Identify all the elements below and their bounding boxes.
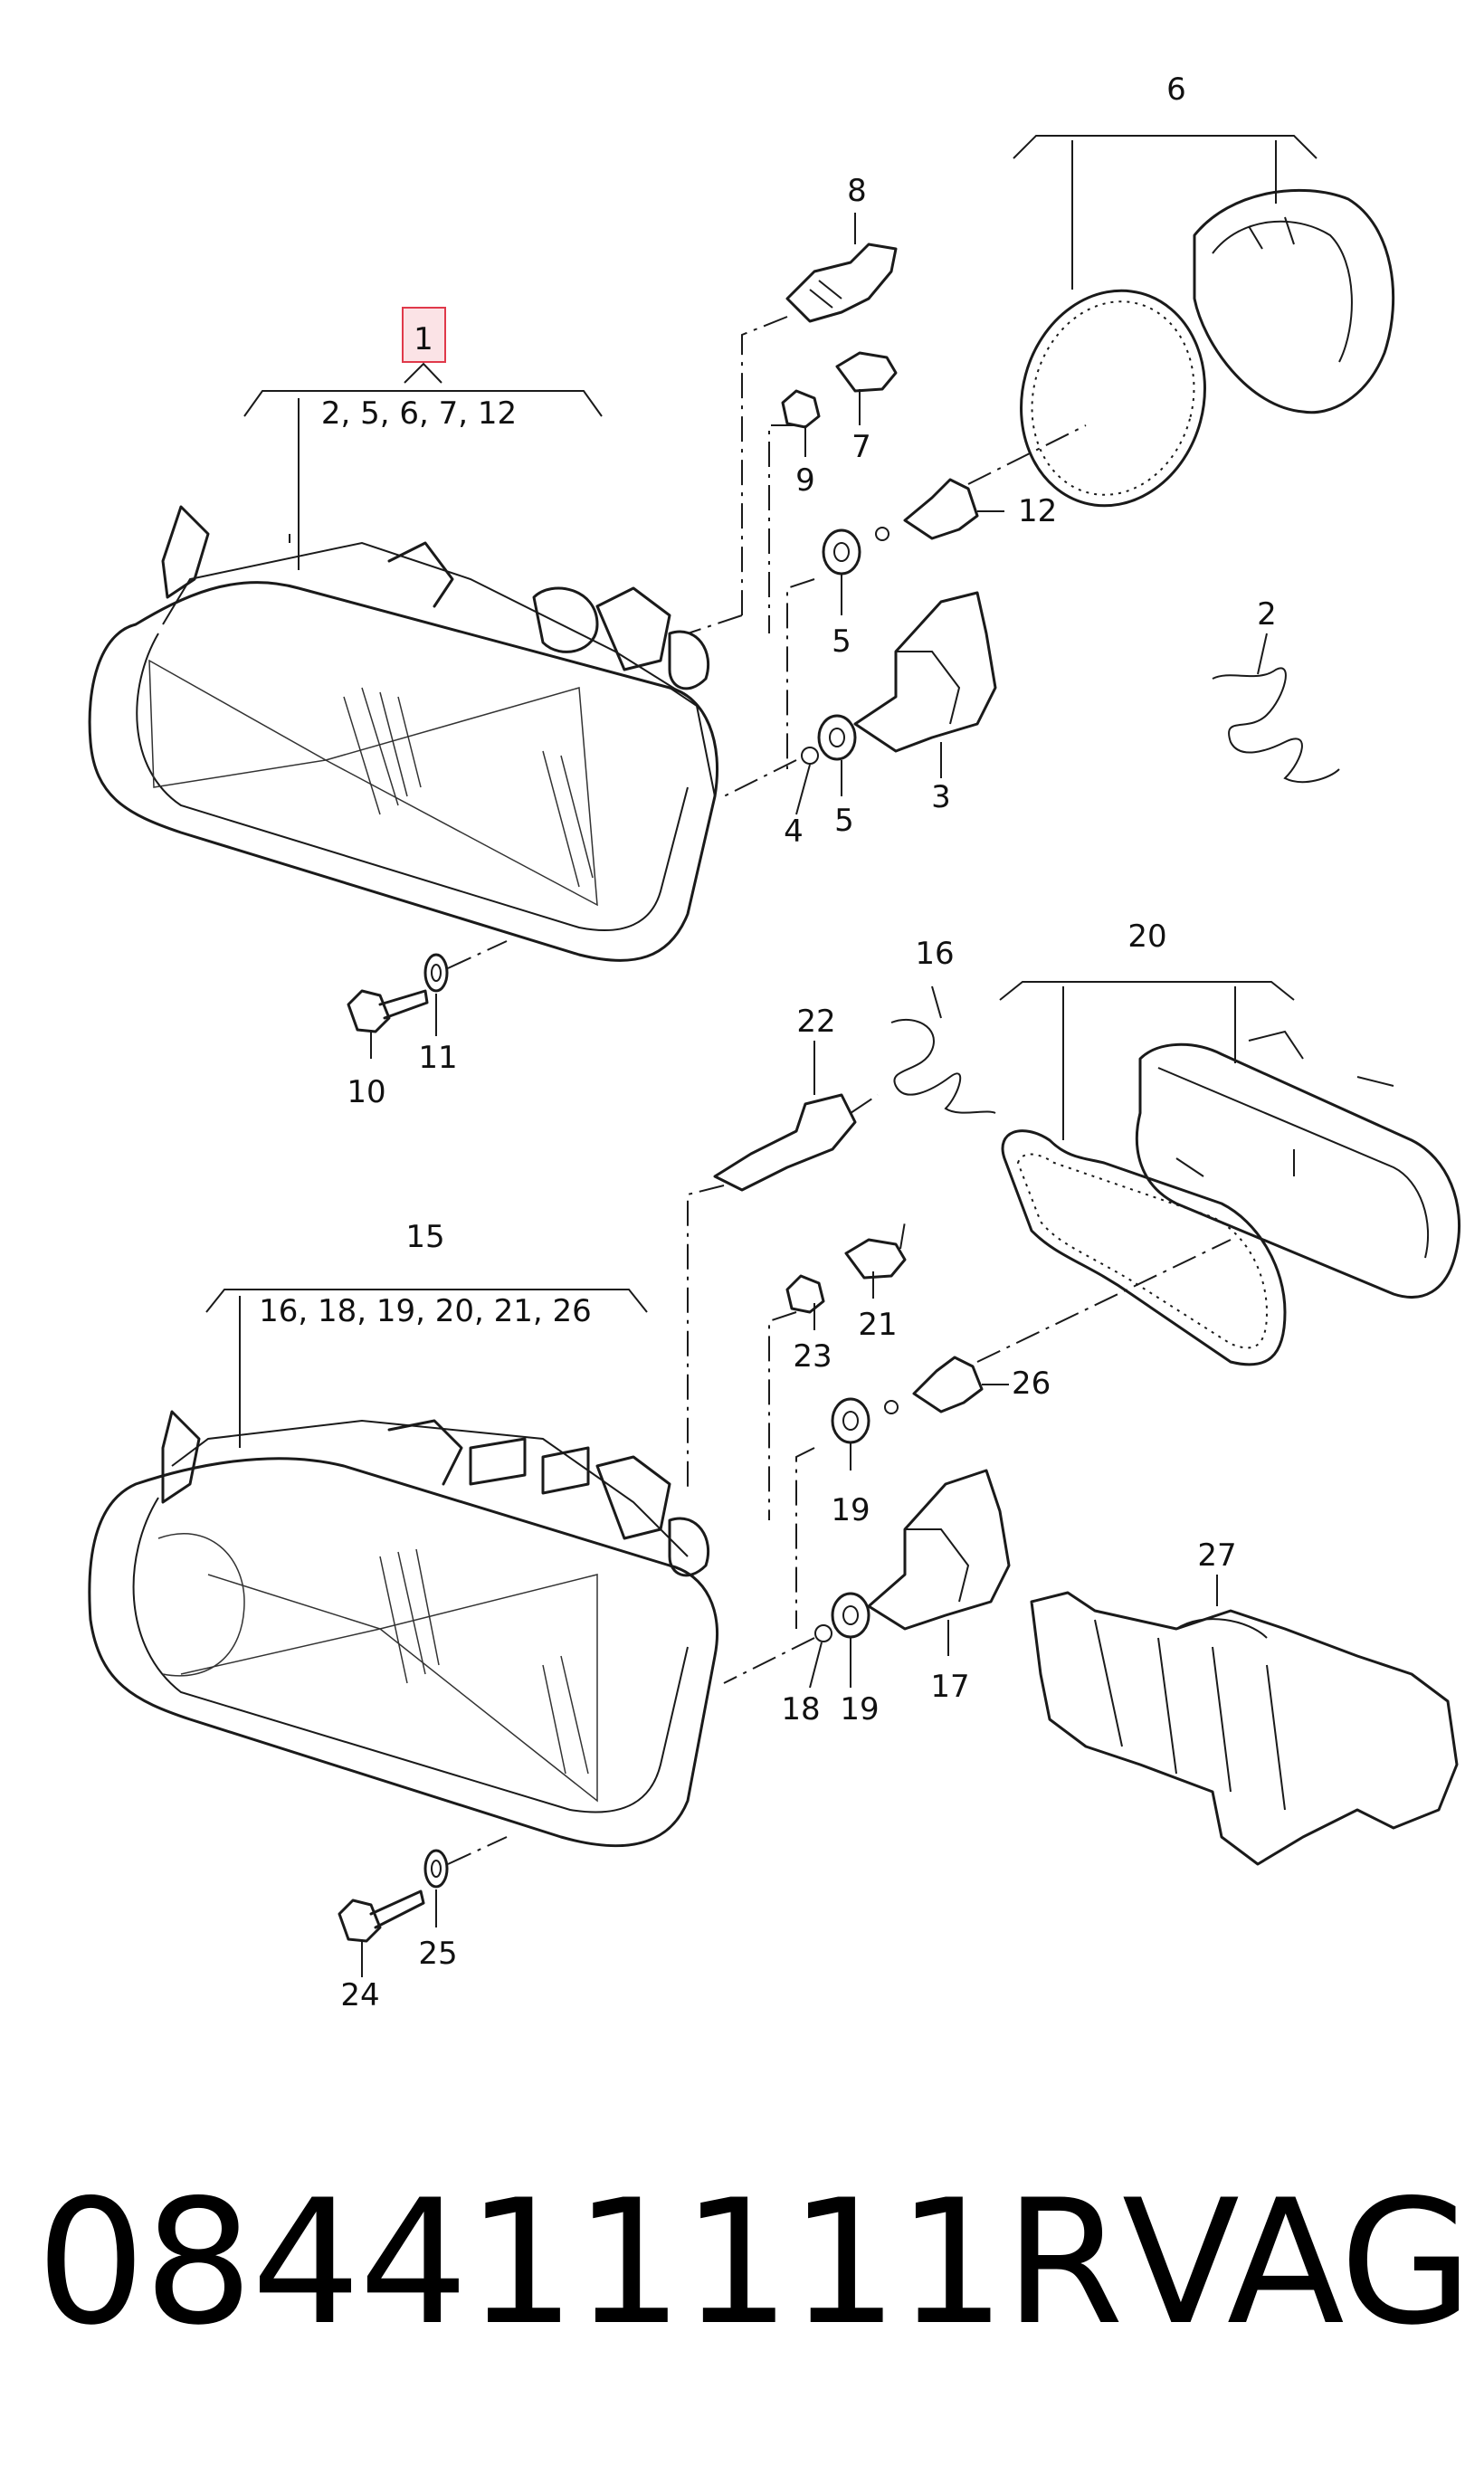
callout-26: 26 bbox=[1012, 1366, 1051, 1402]
callout-1: 1 bbox=[414, 321, 433, 357]
callout-23: 23 bbox=[793, 1338, 832, 1375]
callout-18: 18 bbox=[781, 1691, 820, 1727]
bulb-18 bbox=[814, 1624, 832, 1642]
socket-26 bbox=[912, 1356, 984, 1413]
upper-headlamp-assembly bbox=[88, 135, 1395, 1059]
bulb-23 bbox=[785, 1274, 825, 1314]
brand-name: VAG bbox=[1121, 2162, 1473, 2363]
bulb-4 bbox=[801, 747, 819, 765]
gasket-20 bbox=[1001, 1129, 1287, 1366]
lower-headlamp-assembly bbox=[88, 981, 1461, 1977]
wire-harness-16 bbox=[890, 1018, 996, 1114]
callout-labels: 1 2, 5, 6, 7, 12 6 8 9 7 12 5 2 4 5 3 10… bbox=[259, 71, 1277, 2013]
washer-25 bbox=[423, 1849, 449, 1889]
highlight-box-1 bbox=[402, 307, 446, 363]
washer-5a bbox=[822, 528, 861, 576]
callout-4: 4 bbox=[784, 814, 804, 850]
callout-27: 27 bbox=[1197, 1537, 1236, 1574]
callout-7: 7 bbox=[851, 429, 871, 465]
housing-20 bbox=[1135, 1042, 1461, 1299]
bulb-8 bbox=[785, 243, 898, 323]
screw-24 bbox=[338, 1889, 425, 1943]
motor-3 bbox=[853, 591, 997, 753]
adjuster-6 bbox=[1193, 188, 1395, 414]
callout-2: 2 bbox=[1257, 596, 1277, 633]
headlamp-lower bbox=[88, 1457, 719, 1848]
callout-6: 6 bbox=[1166, 71, 1186, 108]
callout-15: 15 bbox=[405, 1219, 444, 1255]
callout-12: 12 bbox=[1018, 493, 1057, 529]
screw-10 bbox=[347, 989, 429, 1033]
callout-3: 3 bbox=[931, 779, 951, 815]
callout-11: 11 bbox=[418, 1040, 457, 1076]
bulb-7 bbox=[835, 351, 898, 393]
callout-5b: 5 bbox=[834, 803, 854, 839]
callout-19a: 19 bbox=[831, 1492, 870, 1528]
bulb-22 bbox=[713, 1093, 857, 1192]
callout-22: 22 bbox=[796, 1004, 835, 1040]
callout-1-subparts: 2, 5, 6, 7, 12 bbox=[321, 395, 517, 432]
washer-19b bbox=[831, 1592, 870, 1639]
callout-9: 9 bbox=[795, 462, 815, 499]
part-number: 084411111R bbox=[36, 2162, 1124, 2363]
headlamp-upper bbox=[88, 581, 719, 962]
socket-12 bbox=[903, 478, 979, 540]
callout-15-subparts: 16, 18, 19, 20, 21, 26 bbox=[259, 1293, 592, 1329]
callout-19b: 19 bbox=[840, 1691, 879, 1727]
washer-11 bbox=[423, 953, 449, 993]
callout-16: 16 bbox=[915, 936, 954, 972]
callout-17: 17 bbox=[930, 1669, 969, 1705]
bracket-27 bbox=[1030, 1591, 1459, 1866]
footer-caption: 084411111R VAG bbox=[36, 2136, 1473, 2389]
bulb-21 bbox=[844, 1238, 907, 1280]
callout-21: 21 bbox=[858, 1307, 897, 1343]
washer-5b bbox=[817, 714, 857, 761]
bulb-9 bbox=[781, 389, 821, 429]
callout-8: 8 bbox=[847, 173, 867, 209]
callout-5a: 5 bbox=[832, 623, 851, 660]
callout-25: 25 bbox=[418, 1936, 457, 1972]
callout-24: 24 bbox=[340, 1977, 379, 2013]
seal-ring-6 bbox=[1020, 289, 1206, 508]
washer-19a bbox=[831, 1397, 870, 1444]
callout-10: 10 bbox=[347, 1074, 385, 1110]
callout-20: 20 bbox=[1127, 918, 1166, 955]
wire-harness-2 bbox=[1212, 667, 1340, 784]
motor-17 bbox=[867, 1469, 1011, 1631]
